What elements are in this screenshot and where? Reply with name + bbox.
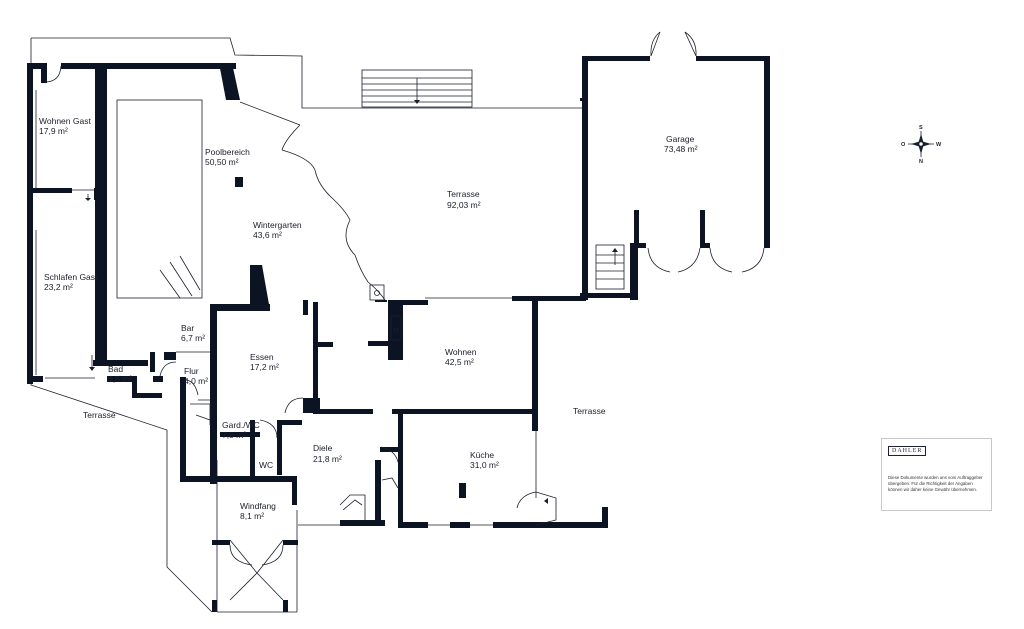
garage-name: Garage: [666, 134, 695, 144]
poolbereich-name: Poolbereich: [205, 147, 250, 157]
wintergarten-name: Wintergarten: [253, 220, 302, 230]
flur-area: 4,0 m²: [184, 376, 208, 386]
diele-name: Diele: [313, 443, 333, 453]
arrow-marks: [85, 100, 618, 504]
gard-wc-area: 7,8 m²: [222, 430, 246, 440]
gard-wc-name: Gard./WC: [222, 420, 260, 430]
flur-name: Flur: [184, 366, 199, 376]
schlafen-gast-area: 23,2 m²: [44, 282, 73, 292]
terrasse-nord-area: 92,03 m²: [447, 200, 481, 210]
essen-area: 17,2 m²: [250, 362, 279, 372]
wohnen-name: Wohnen: [445, 347, 477, 357]
wohnen-gast-name: Wohnen Gast: [39, 116, 91, 126]
compass-w-label: W: [936, 142, 942, 148]
diele-area: 21,8 m²: [313, 454, 342, 464]
wc-label: WC: [259, 460, 273, 470]
poolbereich-area: 50,50 m²: [205, 157, 239, 167]
terrasse-nord-name: Terrasse: [447, 189, 480, 199]
kueche-area: 31,0 m²: [470, 460, 499, 470]
compass-o-label: O: [901, 142, 906, 148]
compass-s-label: S: [919, 125, 923, 131]
windfang-name: Windfang: [240, 501, 276, 511]
outline-lines: [30, 37, 587, 613]
bad-name: Bad: [108, 364, 123, 374]
windfang-area: 8,1 m²: [240, 511, 264, 521]
disclaimer-box: DAHLER Diese Dokumente wurden uns vom Au…: [881, 438, 992, 511]
room-labels: Wohnen Gast 17,9 m² Poolbereich 50,50 m²…: [39, 116, 698, 521]
bad-area: 4,5 m²: [108, 374, 132, 384]
dahler-logo: DAHLER: [888, 446, 927, 456]
terrasse-ost-label: Terrasse: [573, 406, 606, 416]
wintergarten-area: 43,6 m²: [253, 230, 282, 240]
bar-name: Bar: [181, 323, 194, 333]
kueche-name: Küche: [470, 450, 494, 460]
door-swings: [44, 31, 765, 566]
compass-rose: S N O W: [901, 125, 942, 165]
bar-area: 6,7 m²: [181, 333, 205, 343]
walls: [27, 56, 770, 612]
disclaimer-text: Diese Dokumente wurden uns vom Auftragge…: [888, 475, 983, 492]
terrasse-west-label: Terrasse: [83, 410, 116, 420]
wohnen-area: 42,5 m²: [445, 357, 474, 367]
essen-name: Essen: [250, 352, 274, 362]
schlafen-gast-name: Schlafen Gast: [44, 272, 98, 282]
garage-area: 73,48 m²: [664, 144, 698, 154]
wohnen-gast-area: 17,9 m²: [39, 126, 68, 136]
compass-n-label: N: [919, 159, 923, 165]
